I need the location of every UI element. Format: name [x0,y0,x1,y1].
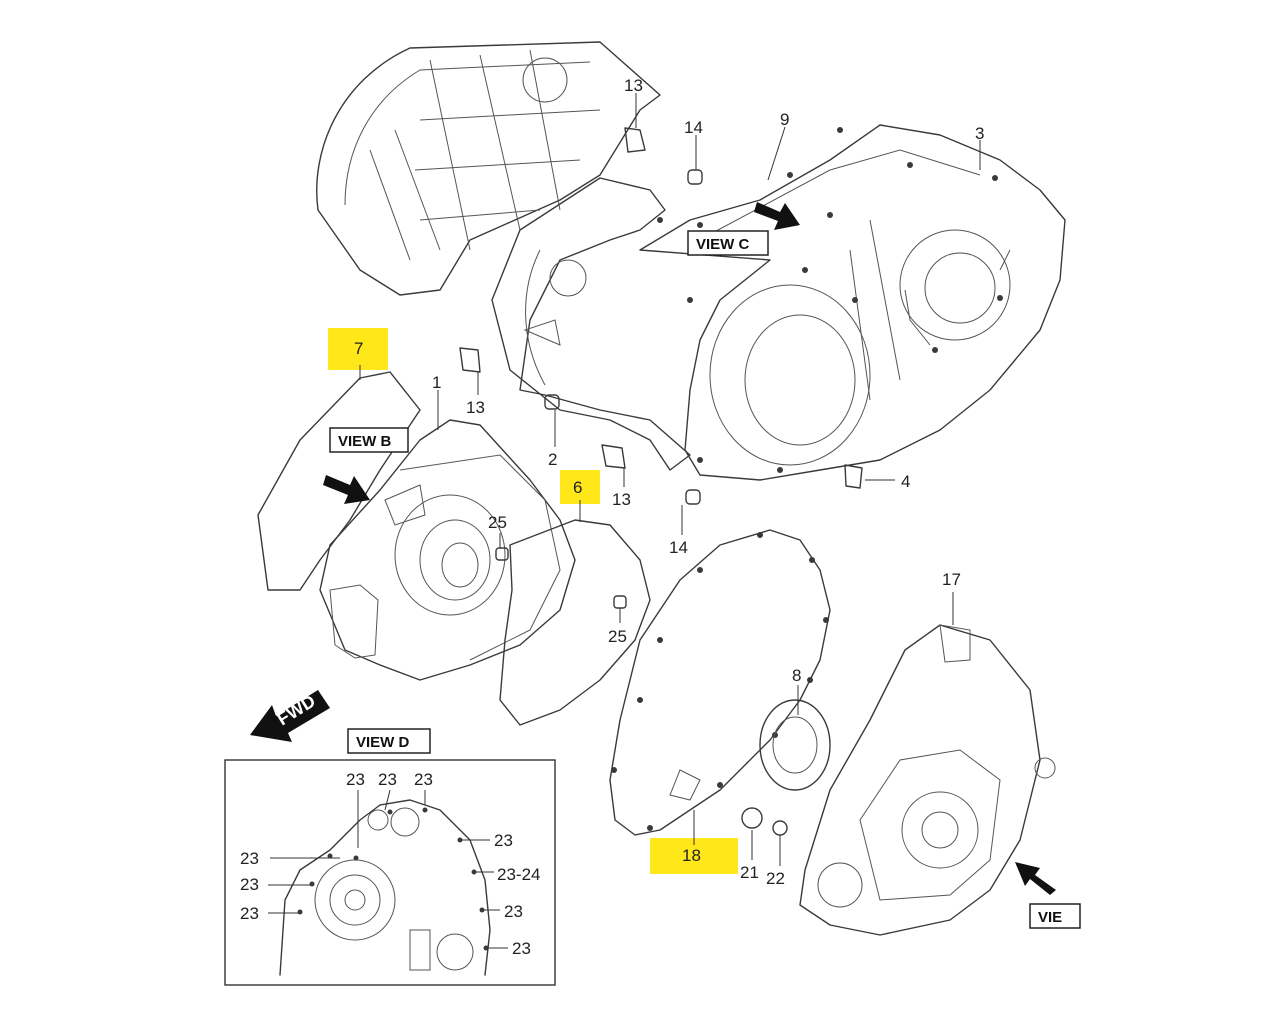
arrow-view-b [323,475,370,504]
callout-14: 14 [684,118,703,137]
callout-23: 23 [346,770,365,789]
callout-4: 4 [901,472,910,491]
highlight-6 [560,470,600,504]
callout-1: 1 [432,373,441,392]
callout-13: 13 [466,398,485,417]
gasket-8 [759,699,831,791]
callouts: 13 14 9 3 7 1 13 2 6 13 14 4 25 25 17 8 … [354,76,984,888]
callout-23: 23 [240,849,259,868]
view-e-label-partial [1029,903,1081,929]
callout-17: 17 [942,570,961,589]
inner-cover-gasket [491,177,691,471]
callout-23-24: 23-24 [497,865,540,884]
callout-9: 9 [780,110,789,129]
view-d-label [347,728,431,754]
callout-3: 3 [975,124,984,143]
outer-cover-top [316,41,661,296]
arrow-view-c [754,202,800,230]
callout-14: 14 [669,538,688,557]
cover-17 [799,624,1056,936]
gasket-18-bolts [611,532,829,831]
callout-6: 6 [573,478,582,497]
view-c-label [687,230,769,256]
small-parts [459,127,863,836]
callout-22: 22 [766,869,785,888]
view-e-text-partial: VIE [1038,909,1062,926]
callout-23: 23 [504,902,523,921]
callout-2: 2 [548,450,557,469]
callout-23: 23 [414,770,433,789]
callout-18: 18 [682,846,701,865]
cover-3-bolts [657,127,1003,473]
callout-25: 25 [608,627,627,646]
callout-23: 23 [494,831,513,850]
view-d-inset [224,759,556,986]
callout-13: 13 [612,490,631,509]
leader-lines [359,93,981,866]
view-b-text: VIEW B [338,433,392,450]
callout-25: 25 [488,513,507,532]
cover-3 [639,124,1066,481]
callout-21: 21 [740,863,759,882]
callout-8: 8 [792,666,801,685]
fwd-arrow [250,690,330,742]
callout-23: 23 [378,770,397,789]
arrow-view-e [1015,862,1056,895]
highlight-7 [328,328,388,370]
callout-23: 23 [512,939,531,958]
gasket-6 [499,519,651,726]
gasket-7 [257,371,421,591]
callout-13: 13 [624,76,643,95]
view-c-text: VIEW C [696,236,750,253]
cover-1 [319,419,576,681]
callout-23: 23 [240,904,259,923]
view-d-callouts: 23 23 23 23 23 23-24 23 23 23 23 [240,770,540,958]
callout-23: 23 [240,875,259,894]
view-b-label [329,427,409,453]
view-d-text: VIEW D [356,734,410,751]
callout-7: 7 [354,339,363,358]
